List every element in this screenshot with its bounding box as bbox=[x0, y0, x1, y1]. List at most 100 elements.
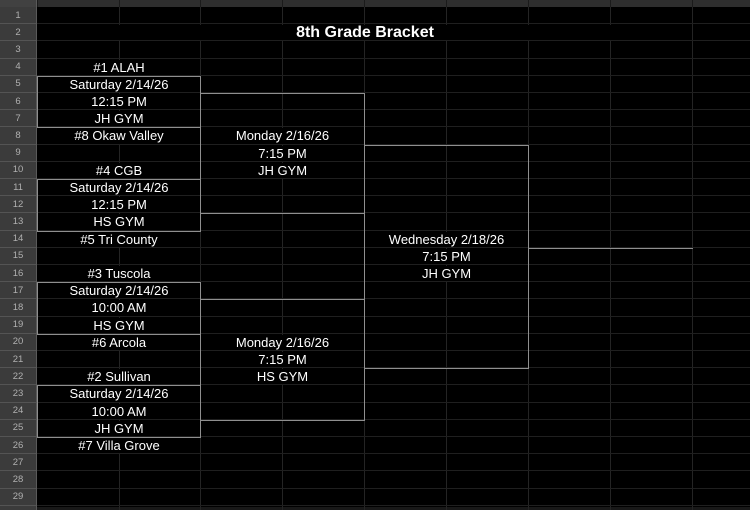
row-header[interactable]: 20 bbox=[0, 333, 36, 351]
row-header[interactable]: 19 bbox=[0, 316, 36, 334]
row-header[interactable]: 11 bbox=[0, 179, 36, 197]
bracket-line bbox=[200, 282, 201, 438]
final-cell[interactable]: Wednesday 2/18/26 bbox=[365, 231, 528, 247]
horizontal-gridline bbox=[37, 126, 750, 128]
row-header[interactable]: 23 bbox=[0, 385, 36, 403]
row-header[interactable]: 24 bbox=[0, 402, 36, 420]
vertical-gridline bbox=[119, 7, 120, 510]
horizontal-gridline bbox=[37, 160, 750, 162]
row-header[interactable]: 27 bbox=[0, 454, 36, 472]
horizontal-gridline bbox=[37, 315, 750, 317]
first-round-cell[interactable]: #2 Sullivan bbox=[38, 369, 200, 385]
column-header-strip bbox=[0, 0, 750, 7]
horizontal-gridline bbox=[37, 418, 750, 420]
row-header[interactable]: 18 bbox=[0, 299, 36, 317]
row-header[interactable]: 22 bbox=[0, 368, 36, 386]
first-round-cell[interactable]: #5 Tri County bbox=[38, 231, 200, 247]
semifinal-cell[interactable]: 7:15 PM bbox=[201, 352, 364, 368]
first-round-cell[interactable]: #8 Okaw Valley bbox=[38, 128, 200, 144]
row-header[interactable]: 25 bbox=[0, 419, 36, 437]
row-header[interactable]: 28 bbox=[0, 471, 36, 489]
bracket-line bbox=[37, 75, 38, 129]
bracket-line bbox=[528, 247, 693, 249]
horizontal-gridline bbox=[37, 436, 750, 437]
bracket-line bbox=[200, 299, 365, 301]
row-header[interactable]: 17 bbox=[0, 282, 36, 300]
first-round-cell[interactable]: #6 Arcola bbox=[38, 334, 200, 350]
row-header[interactable]: 21 bbox=[0, 351, 36, 369]
select-all-corner[interactable] bbox=[0, 0, 37, 7]
row-header[interactable]: 2 bbox=[0, 24, 36, 42]
first-round-cell[interactable]: JH GYM bbox=[38, 420, 200, 436]
column-separator-tick bbox=[364, 0, 365, 7]
bracket-line bbox=[37, 179, 38, 232]
first-round-cell[interactable]: #7 Villa Grove bbox=[38, 438, 200, 454]
final-cell[interactable]: 7:15 PM bbox=[365, 248, 528, 264]
horizontal-gridline bbox=[37, 350, 750, 351]
bracket-line bbox=[528, 144, 529, 370]
first-round-cell[interactable]: #4 CGB bbox=[38, 162, 200, 178]
horizontal-gridline bbox=[37, 504, 750, 506]
column-separator-tick bbox=[200, 0, 201, 7]
horizontal-gridline bbox=[37, 470, 750, 472]
bracket-line bbox=[200, 93, 365, 94]
row-header[interactable]: 12 bbox=[0, 196, 36, 214]
semifinal-cell[interactable]: Monday 2/16/26 bbox=[201, 334, 364, 350]
first-round-cell[interactable]: Saturday 2/14/26 bbox=[38, 283, 200, 299]
horizontal-gridline bbox=[37, 92, 750, 93]
row-header[interactable]: 3 bbox=[0, 41, 36, 59]
horizontal-gridline bbox=[37, 195, 750, 197]
row-header[interactable]: 4 bbox=[0, 58, 36, 76]
first-round-cell[interactable]: Saturday 2/14/26 bbox=[38, 386, 200, 402]
vertical-gridline bbox=[282, 7, 283, 510]
horizontal-gridline bbox=[37, 229, 750, 231]
first-round-cell[interactable]: #3 Tuscola bbox=[38, 266, 200, 282]
column-separator-tick bbox=[119, 0, 120, 7]
row-header[interactable]: 16 bbox=[0, 265, 36, 283]
bracket-title-cell[interactable]: 8th Grade Bracket bbox=[38, 24, 692, 41]
first-round-cell[interactable]: HS GYM bbox=[38, 214, 200, 230]
semifinal-cell[interactable]: JH GYM bbox=[201, 162, 364, 178]
row-header[interactable]: 14 bbox=[0, 230, 36, 248]
first-round-cell[interactable]: 10:00 AM bbox=[38, 300, 200, 316]
horizontal-gridline bbox=[37, 384, 750, 386]
semifinal-cell[interactable]: Monday 2/16/26 bbox=[201, 128, 364, 144]
row-header[interactable]: 7 bbox=[0, 110, 36, 128]
first-round-cell[interactable]: JH GYM bbox=[38, 111, 200, 127]
semifinal-cell[interactable]: HS GYM bbox=[201, 369, 364, 385]
column-separator-tick bbox=[692, 0, 693, 7]
row-header[interactable]: 6 bbox=[0, 93, 36, 111]
horizontal-gridline bbox=[37, 264, 750, 265]
row-header-partial[interactable] bbox=[0, 505, 36, 510]
row-header[interactable]: 5 bbox=[0, 75, 36, 93]
vertical-gridline bbox=[200, 7, 201, 510]
first-round-cell[interactable]: Saturday 2/14/26 bbox=[38, 180, 200, 196]
first-round-cell[interactable]: Saturday 2/14/26 bbox=[38, 76, 200, 92]
horizontal-gridline bbox=[37, 40, 750, 42]
row-header[interactable]: 13 bbox=[0, 213, 36, 231]
first-round-cell[interactable]: 10:00 AM bbox=[38, 403, 200, 419]
row-header[interactable]: 15 bbox=[0, 247, 36, 265]
final-cell[interactable]: JH GYM bbox=[365, 266, 528, 282]
row-header[interactable]: 10 bbox=[0, 161, 36, 179]
first-round-cell[interactable]: #1 ALAH bbox=[38, 59, 200, 75]
row-header[interactable]: 1 bbox=[0, 7, 36, 25]
row-header[interactable]: 26 bbox=[0, 437, 36, 455]
first-round-cell[interactable]: 12:15 PM bbox=[38, 94, 200, 110]
column-separator-tick bbox=[37, 0, 38, 7]
bracket-line bbox=[37, 230, 201, 232]
first-round-cell[interactable]: 12:15 PM bbox=[38, 197, 200, 213]
bracket-line bbox=[200, 75, 201, 232]
horizontal-gridline bbox=[37, 57, 750, 59]
bracket-line bbox=[37, 385, 201, 387]
semifinal-cell[interactable]: 7:15 PM bbox=[201, 145, 364, 161]
first-round-cell[interactable]: HS GYM bbox=[38, 317, 200, 333]
bracket-line bbox=[364, 93, 365, 421]
horizontal-gridline bbox=[37, 453, 750, 455]
bracket-line bbox=[37, 437, 201, 438]
bracket-line bbox=[37, 385, 38, 438]
bracket-line bbox=[200, 419, 365, 421]
row-header[interactable]: 8 bbox=[0, 127, 36, 145]
row-header[interactable]: 9 bbox=[0, 144, 36, 162]
row-header[interactable]: 29 bbox=[0, 488, 36, 506]
